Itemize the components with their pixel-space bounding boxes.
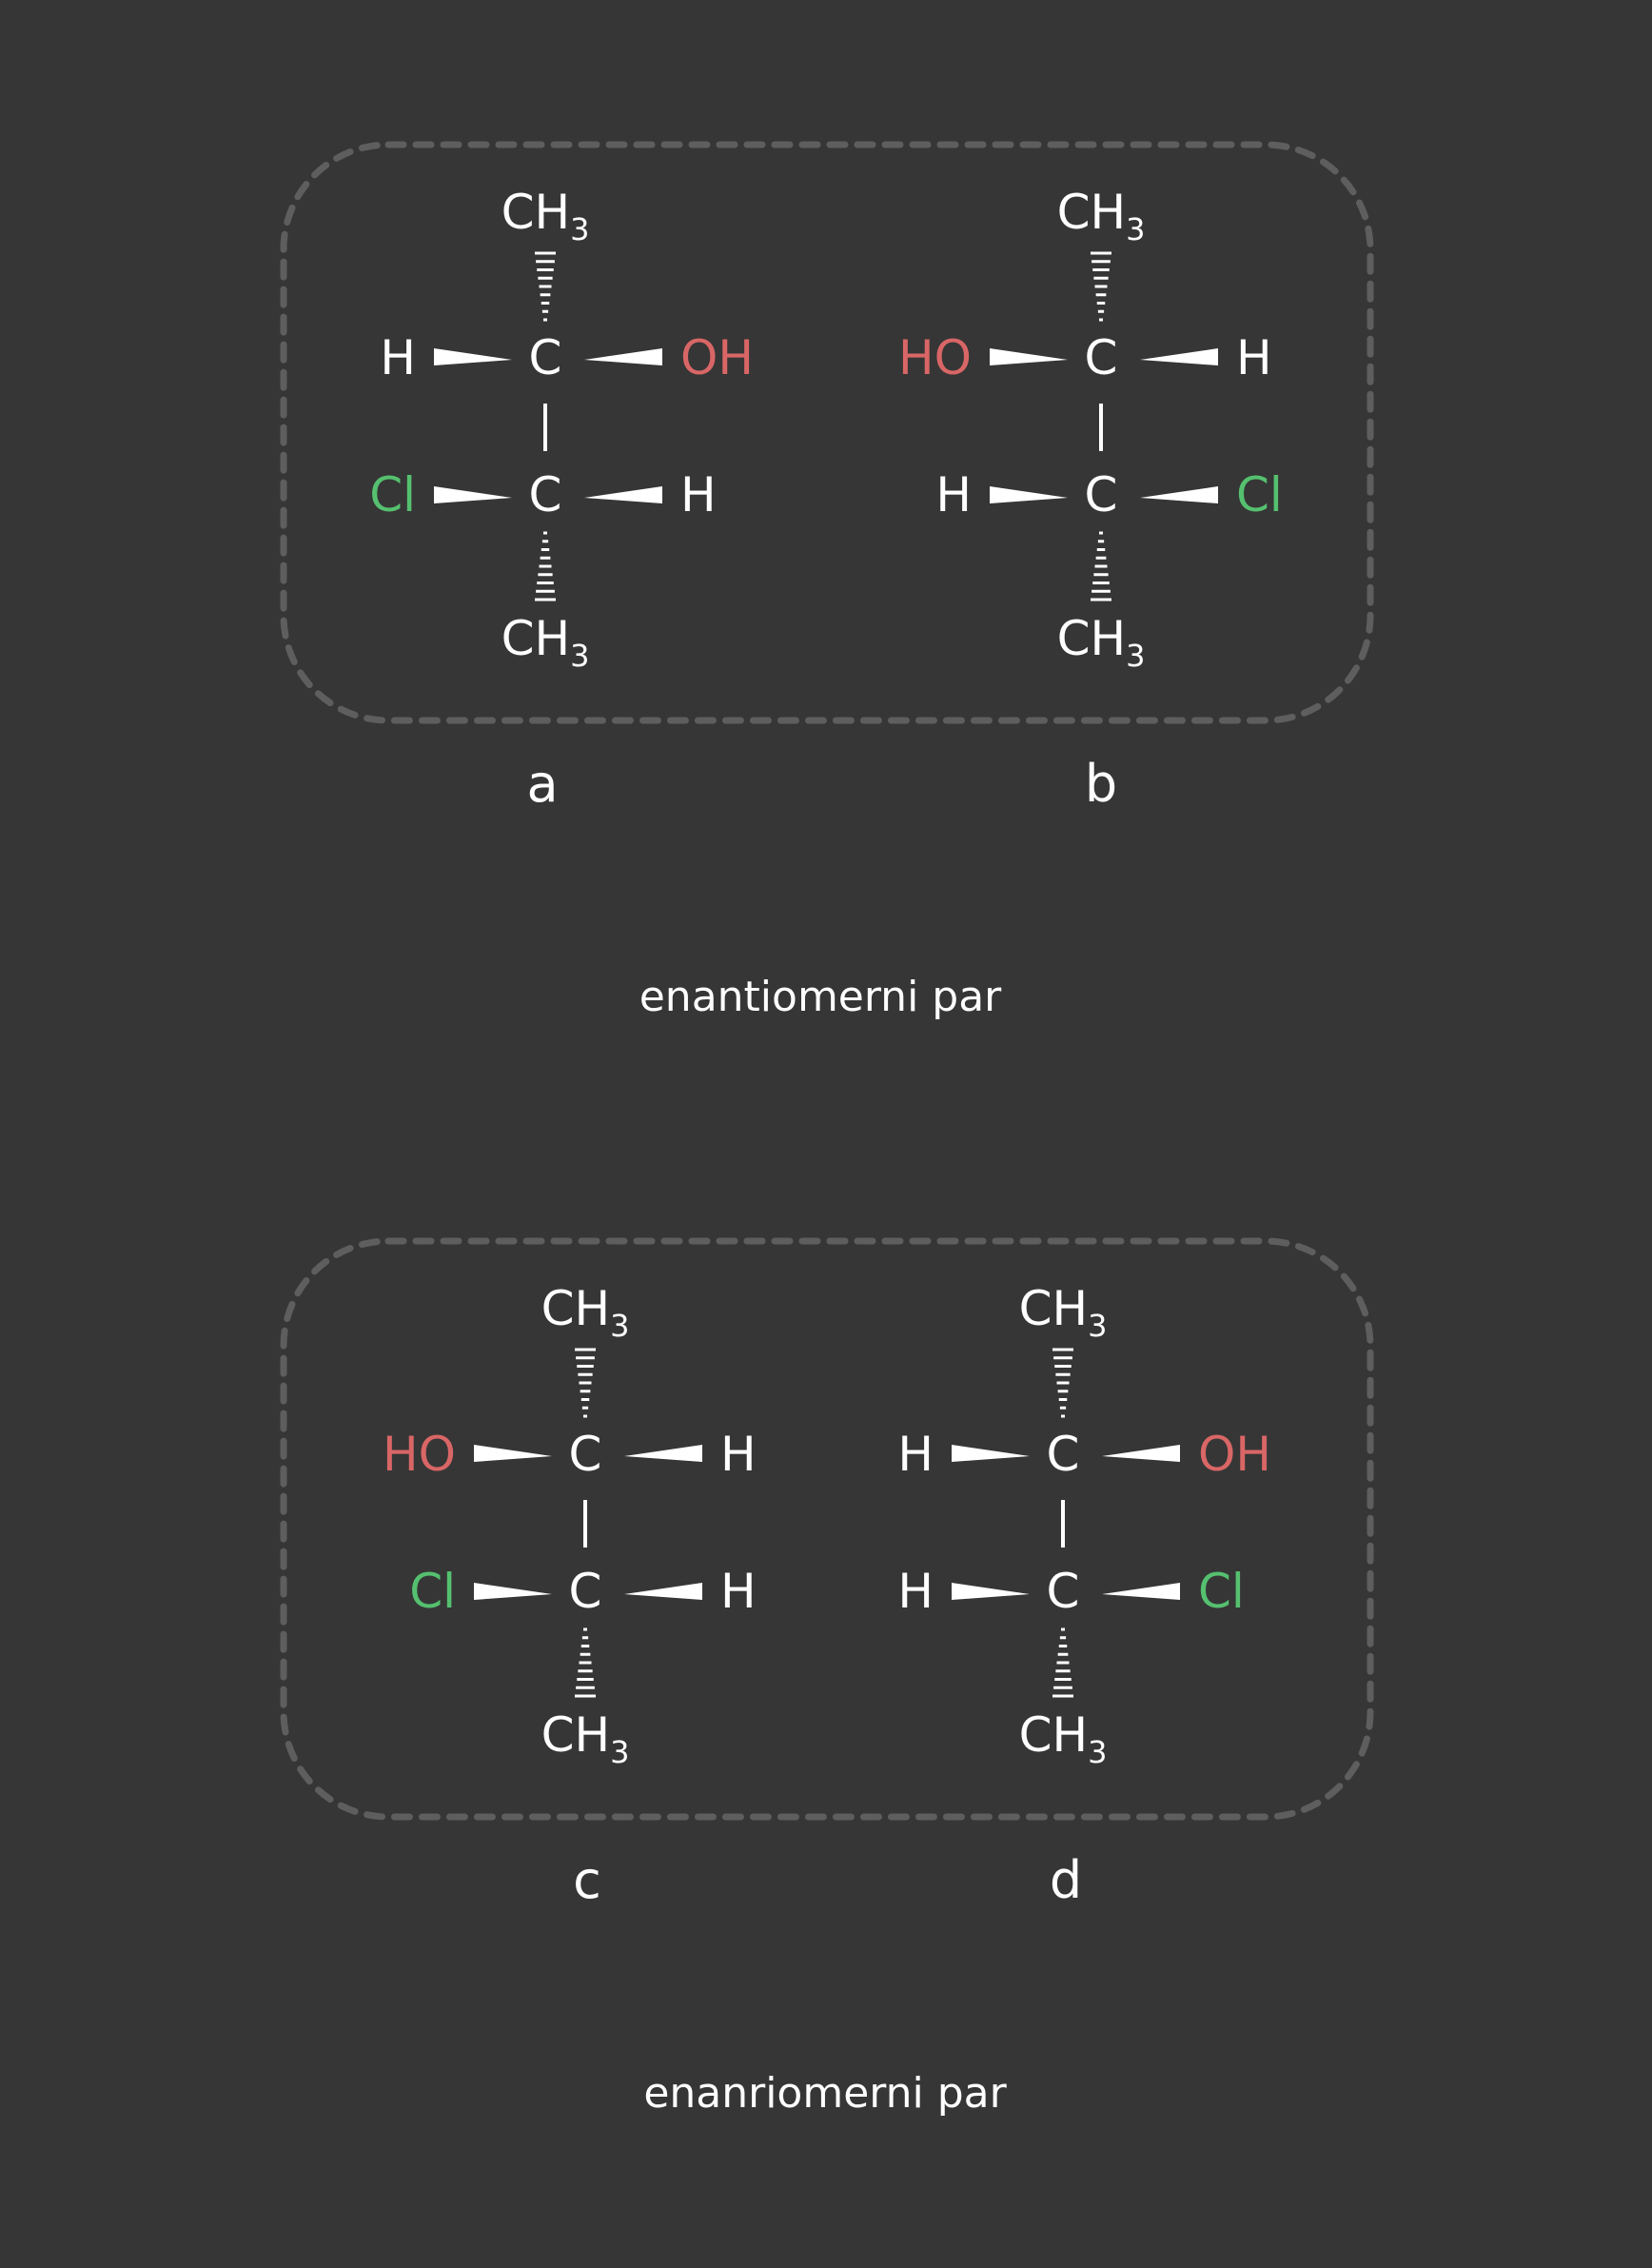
hashed-bond-bottom (535, 531, 556, 602)
bottom-methyl: CH3 (502, 611, 590, 674)
wedge-bond (474, 1583, 552, 1600)
group-enantiomer-pair-1: CH3 C H OH C Cl H CH3 CH3 C HO H C (280, 141, 1374, 1021)
top-methyl: CH3 (1019, 1281, 1108, 1344)
carbon-2: C (529, 467, 562, 523)
group-enantiomer-pair-2: CH3 C HO H C Cl H CH3 CH3 C H OH C (280, 1237, 1374, 2118)
hashed-bond-top (1091, 251, 1111, 322)
carbon-2: C (569, 1564, 602, 1619)
group-caption: enanriomerni par (643, 2069, 1007, 2118)
top-methyl: CH3 (541, 1281, 630, 1344)
wedge-bond (474, 1445, 552, 1462)
molecule-c: CH3 C HO H C Cl H CH3 (383, 1281, 757, 1770)
c1-left-substituent: H (380, 330, 416, 385)
molecule-a: CH3 C H OH C Cl H CH3 (369, 185, 754, 674)
hashed-bond-top (535, 251, 556, 322)
molecule-label-d: d (1050, 1850, 1082, 1910)
wedge-bond (1102, 1583, 1180, 1600)
wedge-bond (434, 348, 512, 365)
top-methyl: CH3 (1057, 185, 1146, 247)
c2-left-substituent: Cl (409, 1564, 456, 1619)
molecule-label-c: c (573, 1850, 601, 1910)
wedge-bond (1102, 1445, 1180, 1462)
wedge-bond (624, 1583, 702, 1600)
c1-right-substituent: H (720, 1427, 757, 1482)
wedge-bond (1140, 348, 1218, 365)
molecule-d: CH3 C H OH C H Cl CH3 (897, 1281, 1271, 1770)
hashed-bond-bottom (575, 1627, 596, 1698)
c2-right-substituent: H (680, 467, 717, 523)
wedge-bond (1140, 486, 1218, 503)
carbon-1: C (1085, 330, 1118, 385)
wedge-bond (952, 1445, 1030, 1462)
hashed-bond-top (1052, 1348, 1073, 1418)
hashed-bond-top (575, 1348, 596, 1418)
carbon-2: C (1085, 467, 1118, 523)
molecule-label-b: b (1085, 754, 1117, 814)
carbon-1: C (569, 1427, 602, 1482)
wedge-bond (990, 348, 1068, 365)
c2-right-substituent: Cl (1236, 467, 1283, 523)
carbon-2: C (1047, 1564, 1080, 1619)
group-box (280, 1237, 1374, 1821)
group-caption: enantiomerni par (639, 973, 1002, 1021)
molecule-b: CH3 C HO H C H Cl CH3 (898, 185, 1283, 674)
c2-left-substituent: Cl (369, 467, 416, 523)
wedge-bond (584, 348, 662, 365)
carbon-1: C (1047, 1427, 1080, 1482)
carbon-1: C (529, 330, 562, 385)
wedge-bond (584, 486, 662, 503)
bottom-methyl: CH3 (1057, 611, 1146, 674)
c2-left-substituent: H (897, 1564, 934, 1619)
wedge-bond (624, 1445, 702, 1462)
wedge-bond (990, 486, 1068, 503)
bottom-methyl: CH3 (541, 1707, 630, 1770)
c1-right-substituent: OH (1198, 1427, 1271, 1482)
c2-right-substituent: Cl (1198, 1564, 1245, 1619)
bottom-methyl: CH3 (1019, 1707, 1108, 1770)
c1-left-substituent: HO (898, 330, 972, 385)
top-methyl: CH3 (502, 185, 590, 247)
c1-left-substituent: H (897, 1427, 934, 1482)
c2-left-substituent: H (935, 467, 972, 523)
c1-right-substituent: H (1236, 330, 1272, 385)
hashed-bond-bottom (1091, 531, 1111, 602)
wedge-bond (434, 486, 512, 503)
c2-right-substituent: H (720, 1564, 757, 1619)
c1-right-substituent: OH (680, 330, 754, 385)
group-box (280, 141, 1374, 724)
molecule-label-a: a (526, 754, 558, 814)
wedge-bond (952, 1583, 1030, 1600)
hashed-bond-bottom (1052, 1627, 1073, 1698)
c1-left-substituent: HO (383, 1427, 456, 1482)
